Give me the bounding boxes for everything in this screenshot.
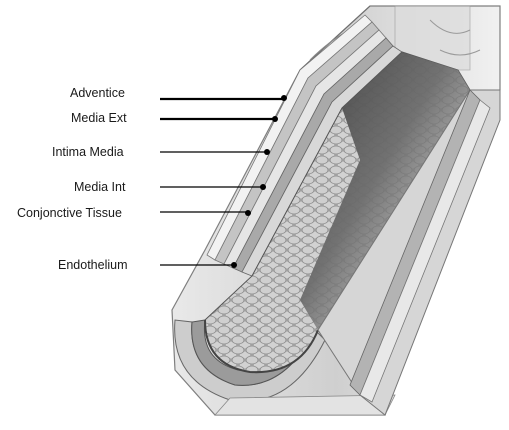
pointer-dot-adventice	[281, 95, 287, 101]
pointer-dot-intima-media	[264, 149, 270, 155]
label-intima-media: Intima Media	[52, 145, 124, 159]
pointer-dot-conjonctive-tissue	[245, 210, 251, 216]
pointer-dot-media-ext	[272, 116, 278, 122]
label-media-ext: Media Ext	[71, 111, 127, 125]
label-endothelium: Endothelium	[58, 258, 128, 272]
pointer-dot-endothelium	[231, 262, 237, 268]
label-adventice: Adventice	[70, 86, 125, 100]
label-conjonctive-tissue: Conjonctive Tissue	[17, 206, 122, 220]
label-media-int: Media Int	[74, 180, 125, 194]
pointer-dot-media-int	[260, 184, 266, 190]
